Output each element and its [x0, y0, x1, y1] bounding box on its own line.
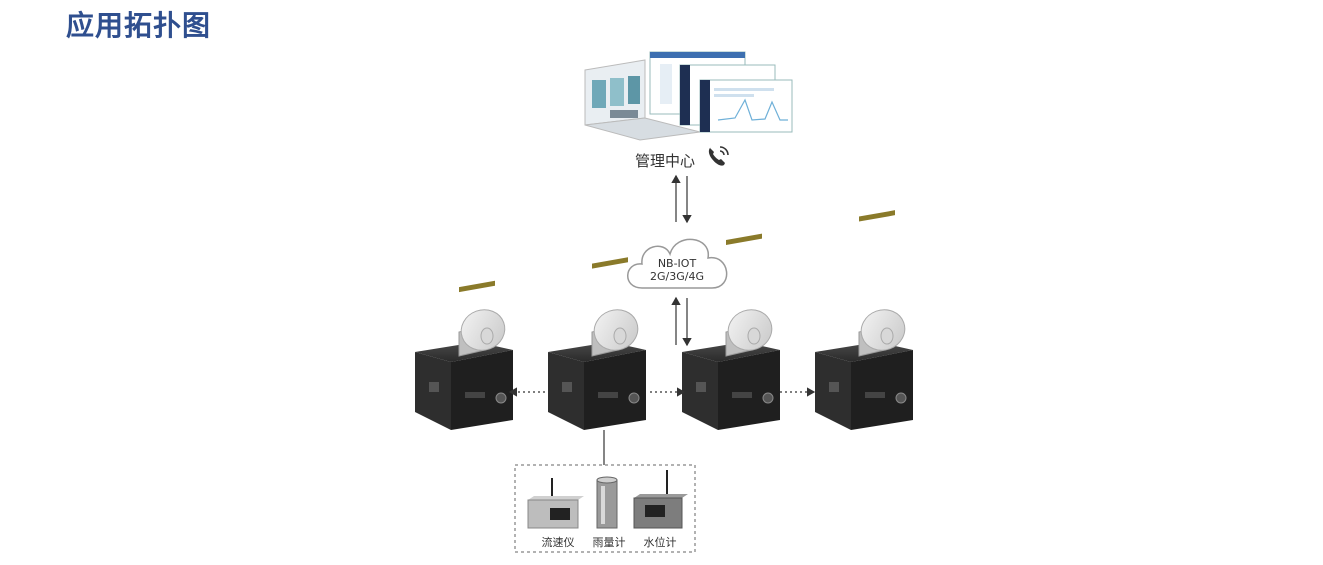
management-center-illustration: [584, 51, 793, 141]
flow-meter-device: [527, 478, 584, 529]
sensor-label-rain: 雨量计: [593, 536, 626, 549]
cloud-network-label: NB-IOT: [658, 257, 697, 270]
phone-icon: [708, 146, 729, 166]
page-title: 应用拓扑图: [66, 9, 212, 42]
sensor-group-box: [514, 464, 696, 553]
broadcast-terminal-4: [815, 210, 913, 430]
cloud-band-label: 2G/3G/4G: [650, 270, 704, 283]
rain-gauge-device: [596, 476, 618, 529]
cloud-icon: [627, 238, 728, 289]
broadcast-terminal-2: [548, 257, 646, 430]
water-level-device: [633, 470, 688, 529]
management-center-label: 管理中心: [635, 152, 695, 170]
sensor-label-flow: 流速仪: [542, 535, 575, 549]
sensor-label-water: 水位计: [644, 535, 677, 549]
broadcast-terminal-3: [682, 233, 780, 430]
broadcast-terminal-1: [415, 280, 513, 430]
